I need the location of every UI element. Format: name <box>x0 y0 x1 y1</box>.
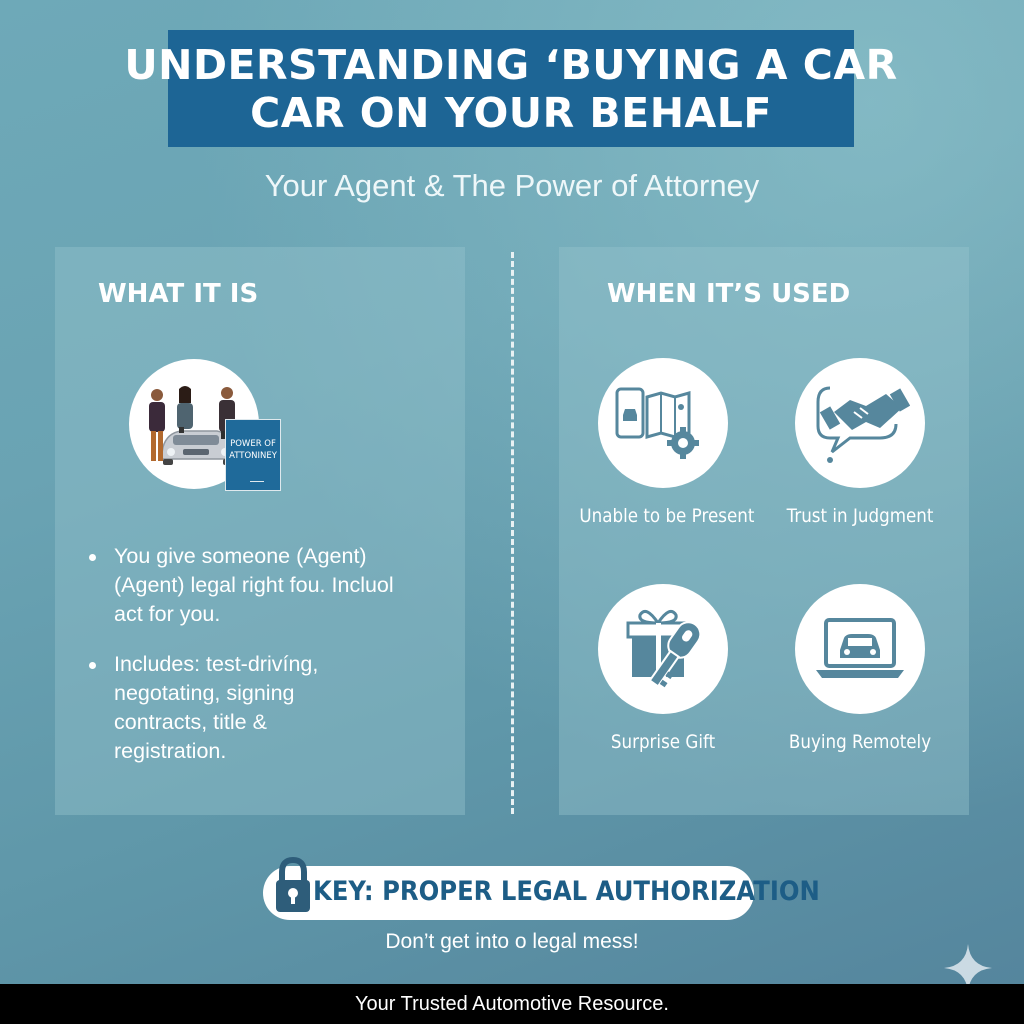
use-case-surprise-gift: Surprise Gift <box>568 584 758 753</box>
when-its-used-heading: WHEN IT’S USED <box>607 279 851 309</box>
bullet-text: You give someone (Agent) (Agent) legal r… <box>114 544 394 626</box>
use-case-circle <box>795 358 925 488</box>
document-label: POWER OF ATTONINEY <box>229 439 277 461</box>
what-it-is-heading: WHAT IT IS <box>98 279 259 309</box>
power-of-attorney-document: POWER OF ATTONINEY <box>225 419 281 491</box>
use-case-circle <box>598 358 728 488</box>
use-case-trust-judgment: Trust in Judgment <box>765 358 955 527</box>
laptop-car-icon <box>816 618 904 678</box>
phone-map-gear-icon <box>615 387 699 459</box>
definition-list: You give someone (Agent) (Agent) legal r… <box>86 542 441 787</box>
use-case-label: Unable to be Present <box>579 505 755 527</box>
use-case-circle <box>598 584 728 714</box>
list-item: You give someone (Agent) (Agent) legal r… <box>86 542 441 629</box>
when-its-used-panel: WHEN IT’S USED Unable to be Present <box>559 247 969 815</box>
use-case-label: Trust in Judgment <box>786 505 934 527</box>
what-it-is-panel: WHAT IT IS POWE <box>55 247 465 815</box>
use-case-unable-present: Unable to be Present <box>568 358 758 527</box>
dashed-divider <box>511 252 514 814</box>
list-item: Includes: test-drivíng, negotating, sign… <box>86 650 441 766</box>
signature-icon <box>250 474 264 482</box>
footer: Your Trusted Automotive Resource. <box>0 984 1024 1024</box>
handshake-icon <box>816 386 910 463</box>
bullet-text: Includes: test-drivíng, negotating, sign… <box>114 652 319 763</box>
use-case-buying-remotely: Buying Remotely <box>765 584 955 753</box>
tagline: Don’t get into o legal mess! <box>385 930 639 953</box>
key-text: KEY: PROPER LEGAL AUTHORIZATION <box>313 876 820 907</box>
gift-key-icon <box>626 609 702 688</box>
title-line-2: CAR ON YOUR BEHALF <box>250 88 772 137</box>
sparkle-icon <box>944 944 992 992</box>
use-case-circle <box>795 584 925 714</box>
use-case-label: Buying Remotely <box>788 731 932 753</box>
people-car-icon <box>149 386 236 465</box>
title-banner: UNDERSTANDING ‘BUYING A CAR CAR ON YOUR … <box>124 30 897 147</box>
bullet-icon <box>89 662 96 669</box>
use-case-label: Surprise Gift <box>610 731 716 753</box>
key-callout <box>263 866 754 920</box>
title-line-1: UNDERSTANDING ‘BUYING A CAR <box>124 40 898 89</box>
lock-icon <box>276 856 310 912</box>
footer-text: Your Trusted Automotive Resource. <box>355 992 669 1015</box>
bullet-icon <box>89 554 96 561</box>
subtitle: Your Agent & The Power of Attorney <box>264 168 760 203</box>
